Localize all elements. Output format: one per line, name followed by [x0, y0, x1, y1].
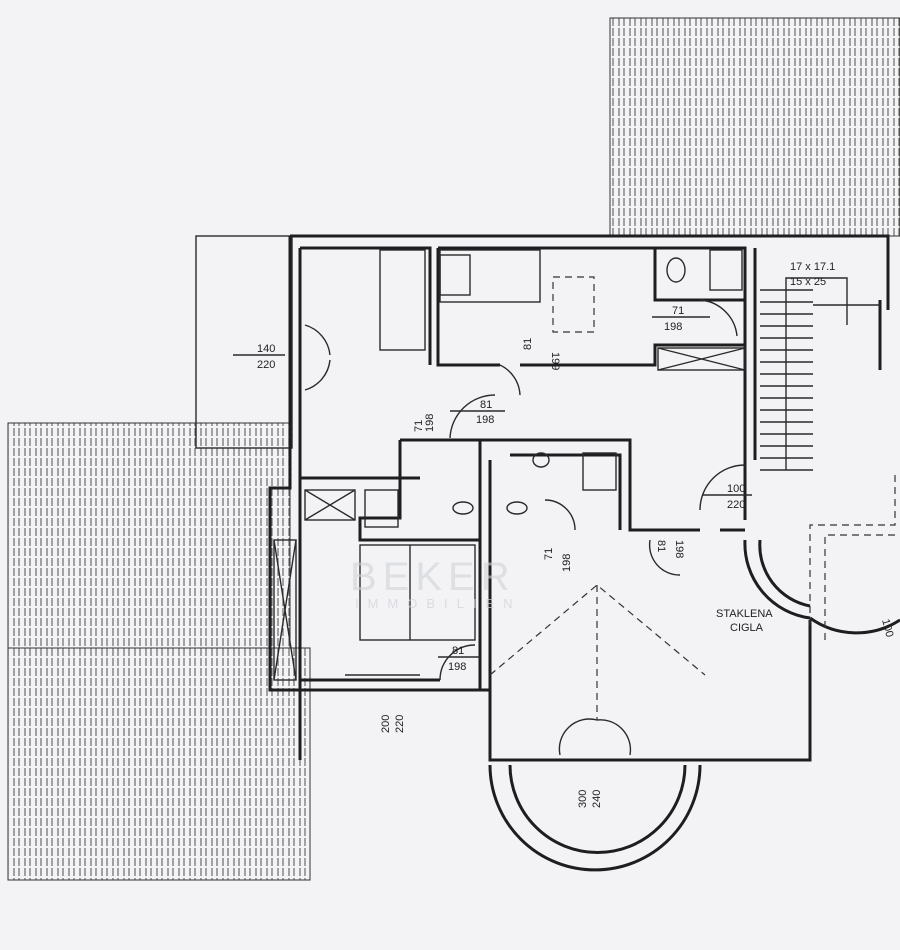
bath1-door-width: 71 [672, 305, 684, 317]
bay-door-width: 300 [577, 790, 589, 808]
room2-door-height: 199 [549, 352, 561, 370]
living-door-height: 198 [673, 540, 685, 558]
bath2-door-height: 198 [561, 554, 573, 572]
room2-door-width: 81 [522, 338, 534, 350]
room1-door-width: 71 [413, 420, 425, 432]
entry-door-width: 100 [727, 483, 745, 495]
balcony-door-width: 200 [380, 715, 392, 733]
watermark-brand: BEKER [350, 555, 516, 599]
bay-door-height: 240 [591, 790, 603, 808]
balcony-door-height: 220 [394, 715, 406, 733]
stair-spec-line1: 17 x 17.1 [790, 261, 835, 273]
hall-door-width: 81 [480, 399, 492, 411]
terrace-door-width: 140 [257, 343, 275, 355]
door-swings [304, 299, 746, 756]
terrace-door-height: 220 [257, 359, 275, 371]
walls [268, 234, 900, 872]
bath1-door-height: 198 [664, 321, 682, 333]
round-door-width: 100 [879, 618, 895, 639]
living-door-width: 81 [655, 540, 667, 552]
glass-brick-line1: STAKLENA [716, 608, 773, 620]
room1-door-height: 198 [424, 414, 436, 432]
bath2-door-width: 71 [543, 548, 555, 560]
room3-door-width: 81 [452, 645, 464, 657]
dashed-outlines [489, 276, 900, 720]
room3-door-height: 198 [448, 661, 466, 673]
watermark-sub: IMMOBILIEN [355, 596, 522, 611]
staircase [760, 277, 880, 471]
roof-hatched-areas [7, 17, 900, 881]
glass-brick-line2: CIGLA [730, 622, 764, 634]
furniture [273, 249, 746, 681]
dimension-labels: 140 220 71 198 81 198 81 199 71 198 17 x… [233, 261, 895, 808]
hall-door-height: 198 [476, 414, 494, 426]
terrace [195, 235, 293, 449]
stair-spec-line2: 15 x 25 [790, 276, 826, 288]
entry-door-height: 220 [727, 499, 745, 511]
